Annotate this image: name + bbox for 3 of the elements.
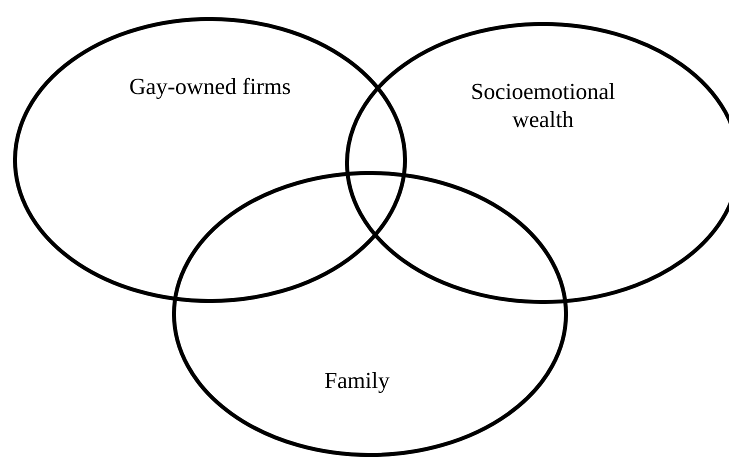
set-label: Gay-owned firms <box>128 73 292 101</box>
set-label: Family <box>323 367 391 395</box>
set-label: Socioemotional wealth <box>470 78 616 134</box>
